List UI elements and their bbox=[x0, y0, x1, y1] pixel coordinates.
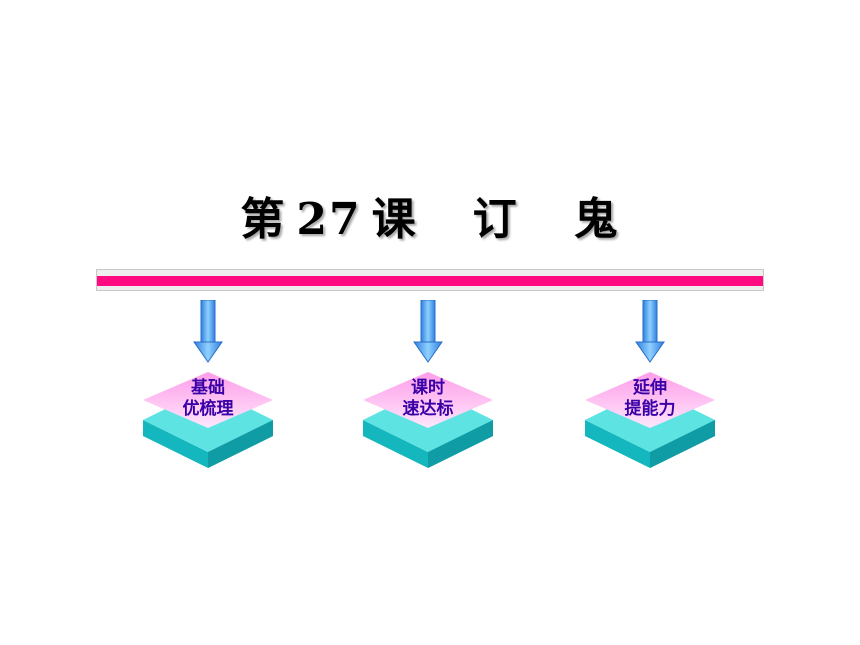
title-name-2: 鬼 bbox=[573, 194, 620, 245]
layer-stack-icon bbox=[143, 372, 273, 468]
node-basic-review[interactable]: 基础 优梳理 bbox=[138, 300, 278, 475]
node-label: 基础 优梳理 bbox=[182, 378, 234, 419]
down-arrow-icon bbox=[635, 300, 665, 363]
node-label: 延伸 提能力 bbox=[624, 378, 676, 419]
title-lesson: 课 bbox=[371, 194, 418, 245]
title-name-1: 订 bbox=[472, 194, 519, 245]
down-arrow-icon bbox=[413, 300, 443, 363]
node-extension[interactable]: 延伸 提能力 bbox=[580, 300, 720, 475]
title-number: 27 bbox=[296, 194, 362, 245]
title-prefix: 第 bbox=[240, 194, 287, 245]
layer-stack-icon bbox=[585, 372, 715, 468]
divider-accent bbox=[97, 276, 763, 286]
layer-stack-icon bbox=[363, 372, 493, 468]
header-divider-bar bbox=[96, 269, 764, 291]
down-arrow-icon bbox=[193, 300, 223, 363]
node-class-practice[interactable]: 课时 速达标 bbox=[358, 300, 498, 475]
node-label: 课时 速达标 bbox=[402, 378, 454, 419]
